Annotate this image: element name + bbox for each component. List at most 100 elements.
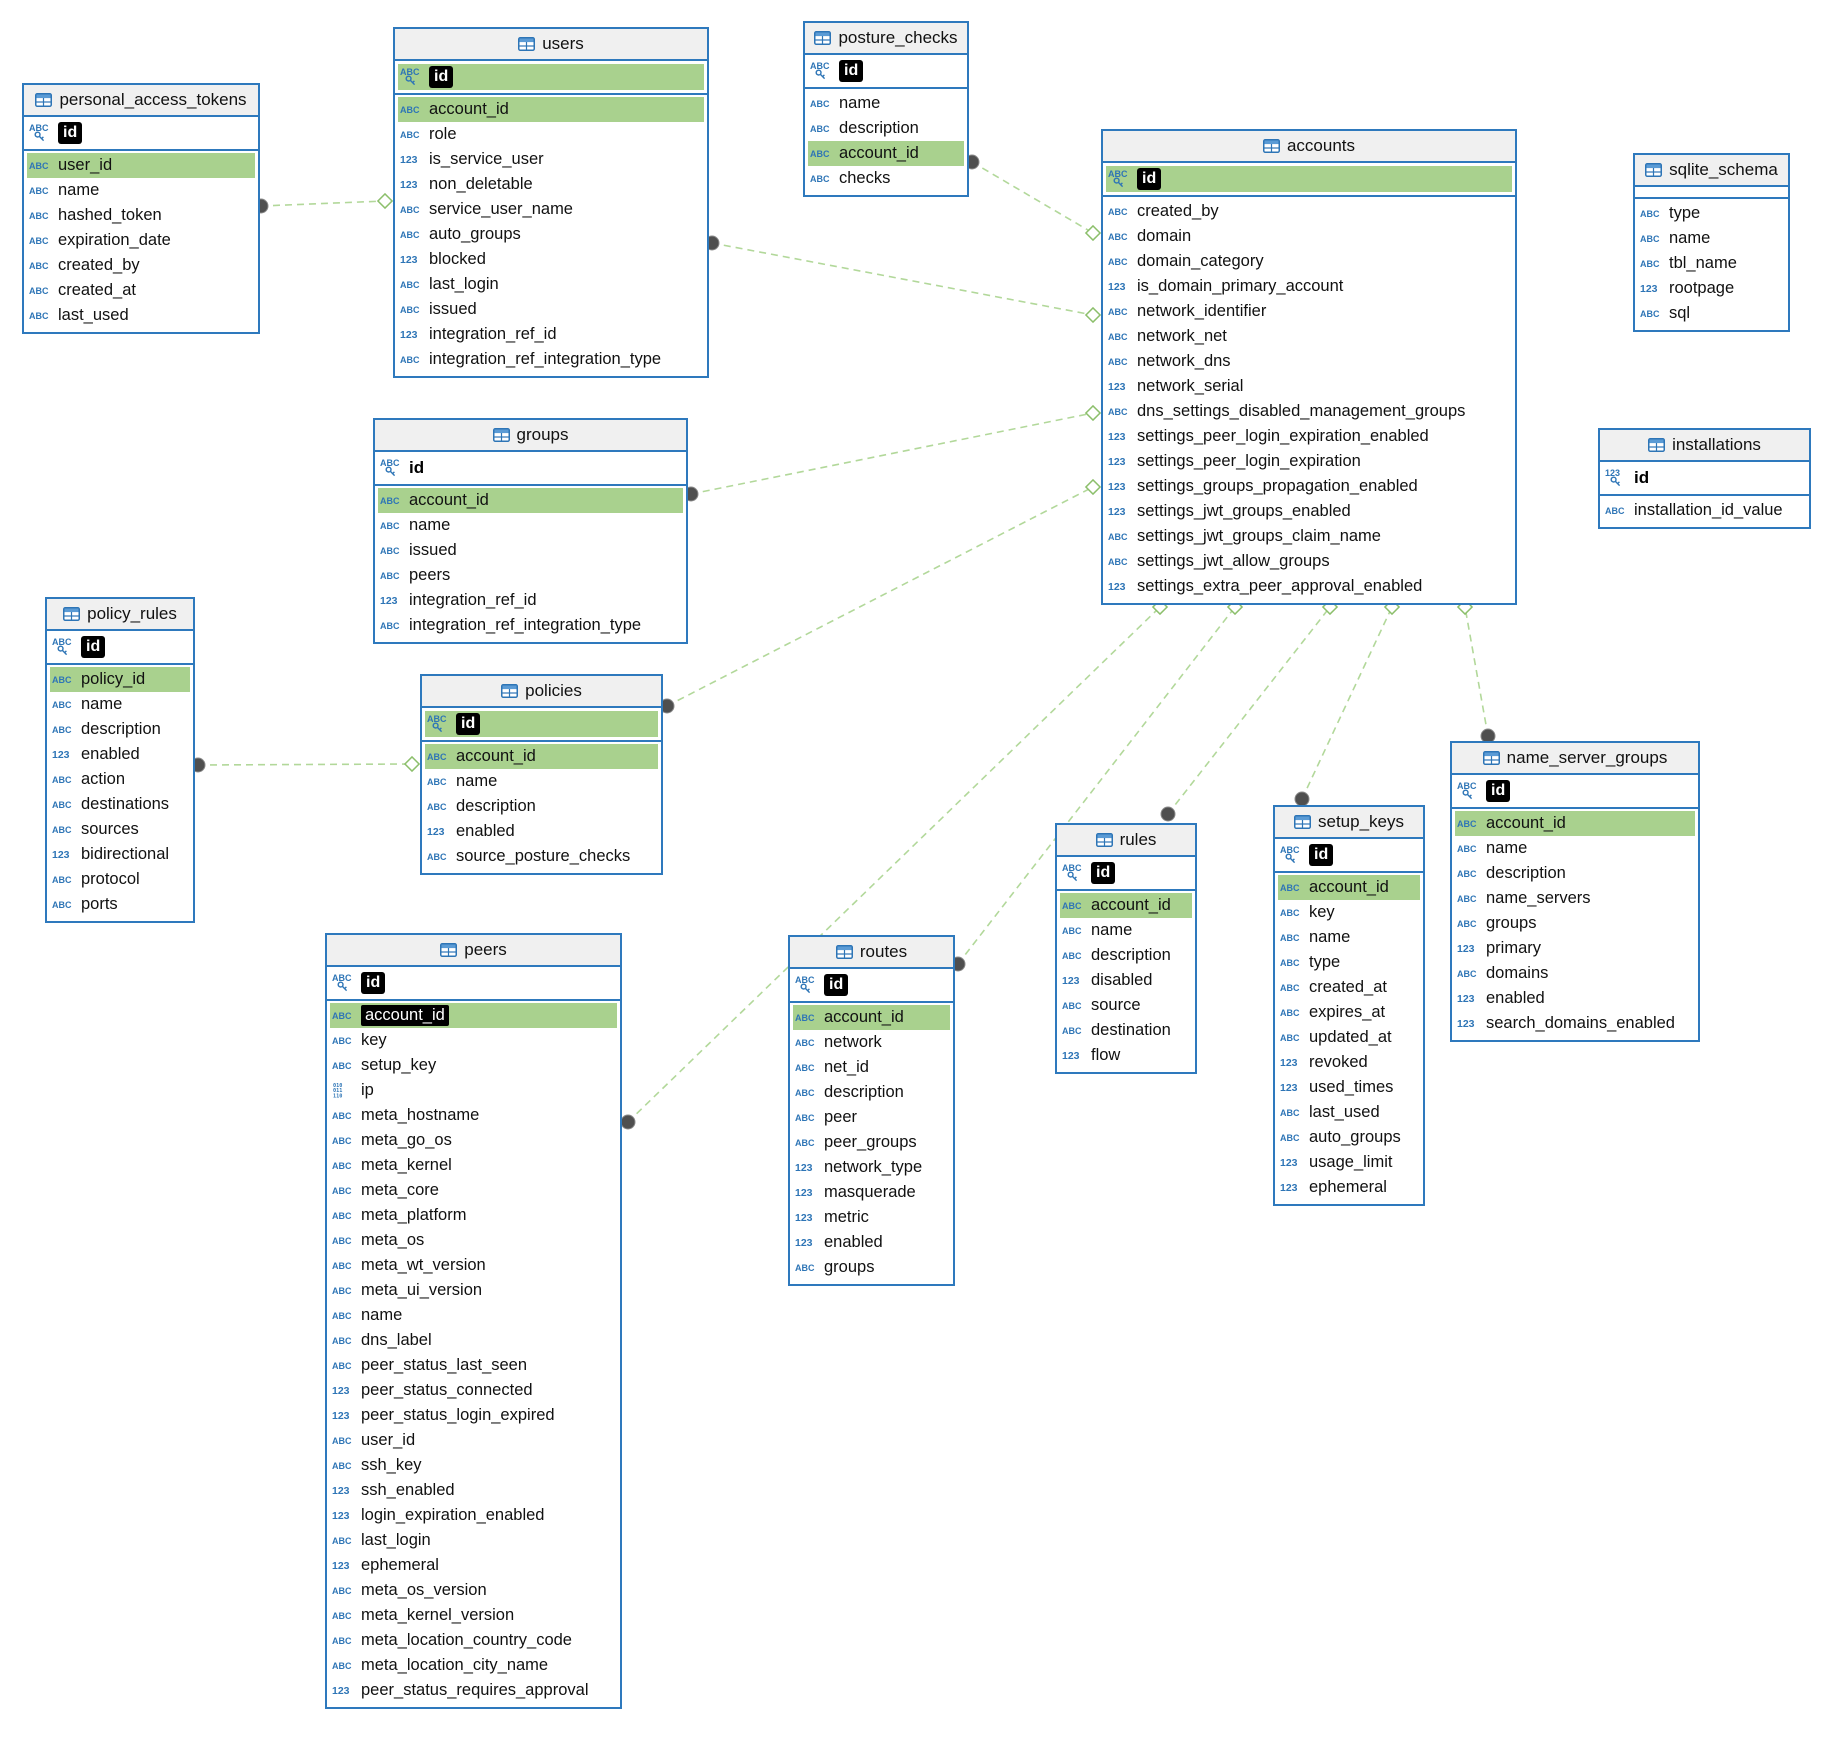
table-header[interactable]: personal_access_tokens	[24, 85, 258, 117]
table-header[interactable]: policies	[422, 676, 661, 708]
table-header[interactable]: name_server_groups	[1452, 743, 1698, 775]
table-header[interactable]: accounts	[1103, 131, 1515, 163]
table-header[interactable]: setup_keys	[1275, 807, 1423, 839]
table-header[interactable]: peers	[327, 935, 620, 967]
table-header[interactable]: rules	[1057, 825, 1195, 857]
table-header[interactable]: sqlite_schema	[1635, 155, 1788, 187]
table-header[interactable]: posture_checks	[805, 23, 967, 55]
